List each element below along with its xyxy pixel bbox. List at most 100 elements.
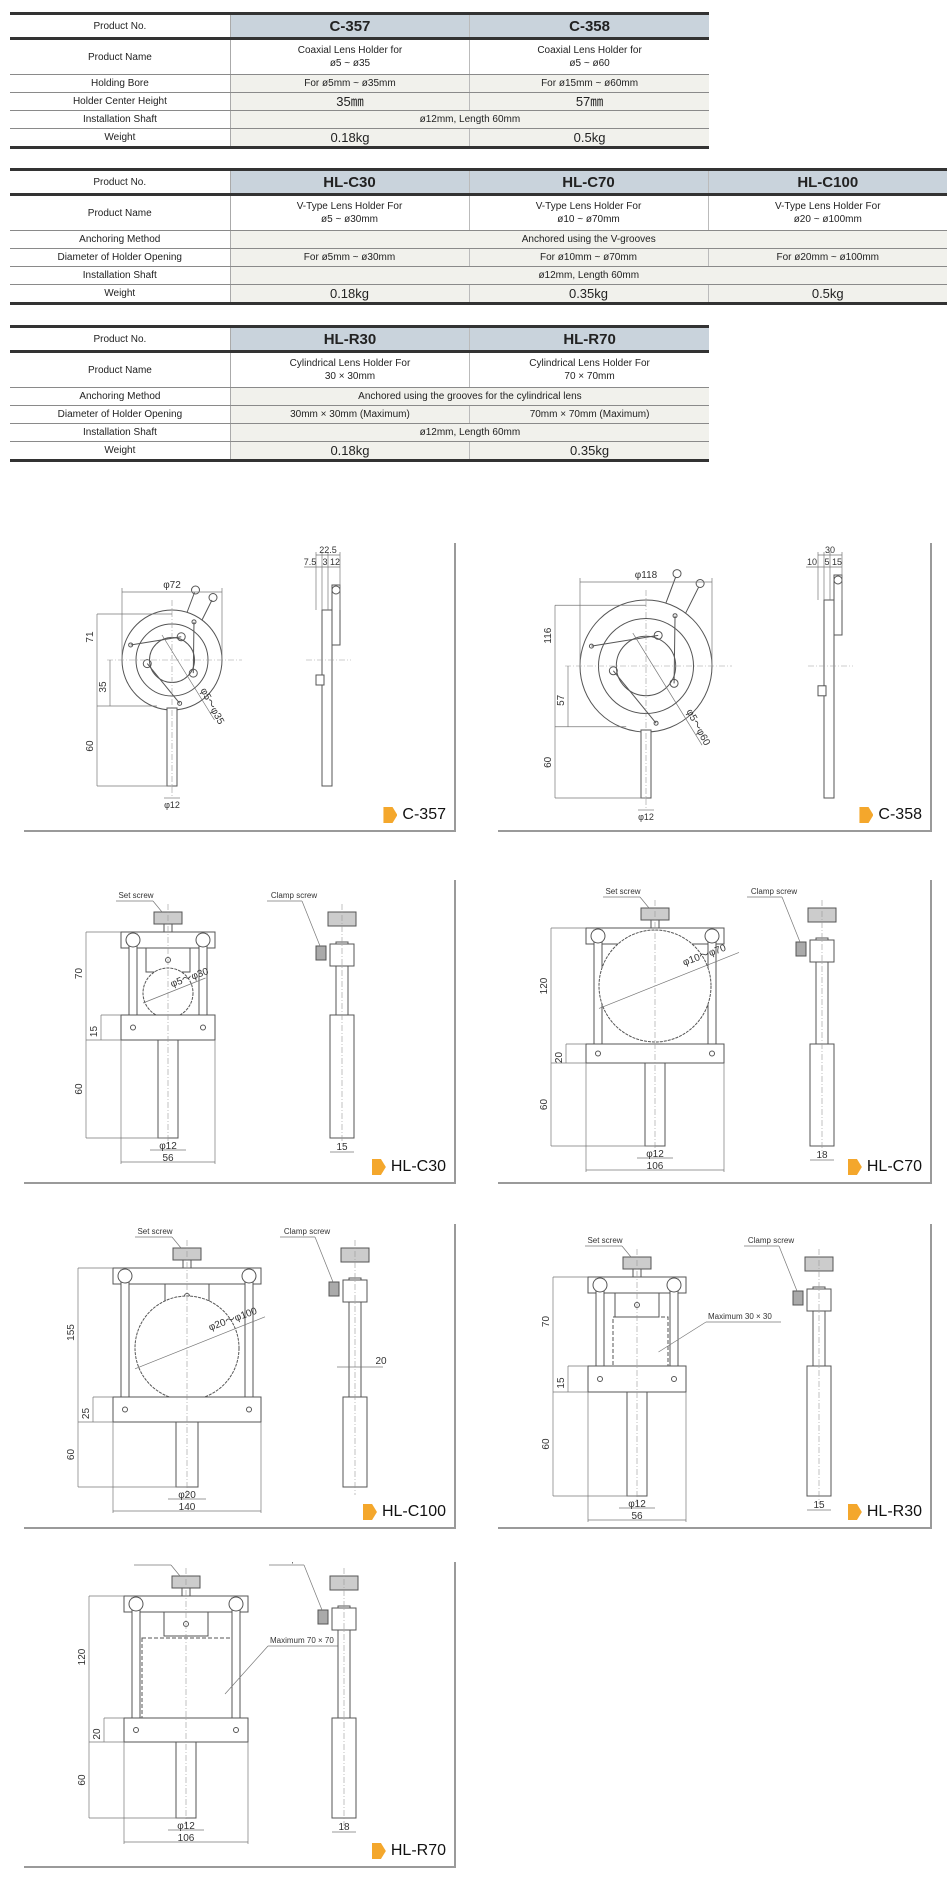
dimension-label: 30 [825,545,835,555]
dimension-label: 22.5 [319,545,337,555]
dimension-label: 12 [330,557,340,567]
dimension-label: 70 [74,968,85,980]
dimension-label: 56 [162,1153,174,1164]
dimension-label: 60 [541,1438,552,1450]
dimension-label: 20 [92,1728,103,1740]
row-label: Weight [10,284,231,304]
leader-line [152,900,163,913]
table-cell: 0.18kg [229,128,470,148]
row-label: Product No. [10,13,231,40]
pivot-icon [653,720,659,726]
leader-line [301,900,321,947]
product-tag: HL-R30 [847,1503,922,1521]
leader-line [778,1245,798,1292]
tag-pentagon-icon [383,807,398,823]
dimension-label: Set screw [605,887,640,896]
screw-icon [709,1050,715,1057]
post-nut-icon [117,1268,133,1284]
lever-knob-icon [695,579,705,588]
row-label: Holding Bore [10,74,231,93]
table-cell: 57㎜ [469,92,709,111]
dimension-label: Clamp screw [748,1236,794,1245]
row-label: Holder Center Height [10,92,231,111]
dimension-label: 7.5 [304,557,317,567]
row-label: Product No. [10,326,231,353]
dimension-label: φ12 [164,800,180,810]
product-number: C-358 [469,13,709,40]
dimension-label: 60 [77,1774,88,1786]
leader-line [161,634,215,721]
dimension-label: 140 [179,1502,196,1513]
row-label: Anchoring Method [10,387,231,406]
table-cell: Coaxial Lens Holder for ø5 ~ ø35 [229,38,470,75]
leader-line [134,1316,266,1370]
dimension-label: 56 [631,1511,643,1522]
leader-line [632,632,703,746]
row-label: Weight [10,128,231,148]
dimension-label: Set screw [118,891,153,900]
clamp-screw-knob [328,1281,340,1297]
dimension-label: Maximum 70 × 70 [270,1636,334,1645]
table-cell: 0.18kg [229,284,469,304]
screw-icon [246,1406,252,1413]
dimension-label: 25 [81,1408,92,1420]
table-cell: 0.18kg [229,441,470,461]
row-label: Installation Shaft [10,423,231,442]
screw-icon [608,666,618,676]
dimension-label: 70 [541,1316,552,1328]
side-block [809,939,835,963]
table-cell: 30mm × 30mm (Maximum) [229,405,470,424]
side-block [329,943,355,967]
product-number: HL-C100 [707,169,947,196]
product-tag-label: C-358 [878,806,922,823]
screw-icon [597,1376,603,1382]
tag-pentagon-icon [847,1504,862,1520]
leader-line [142,977,206,1004]
table-cell: Anchored using the grooves for the cylin… [229,387,709,406]
dimension-label: Clamp screw [284,1227,330,1236]
product-tag-label: HL-R30 [866,1503,922,1520]
dimension-label: 18 [816,1150,828,1161]
screw-icon [188,668,198,678]
dimension-label: 15 [336,1142,348,1153]
row-label: Anchoring Method [10,230,231,249]
screw-icon [671,1376,677,1382]
dimension-label: φ12 [177,1821,195,1832]
table-cell: ø12mm, Length 60mm [229,266,947,285]
dimension-label: φ20 [178,1490,196,1501]
table-cell: 0.35kg [468,284,708,304]
lever [665,576,677,604]
row-label: Installation Shaft [10,266,231,285]
tag-pentagon-icon [859,807,874,823]
lever [685,586,700,614]
post-nut-icon [125,932,141,948]
dimension-label: 35 [98,681,109,693]
guide-post [131,1597,141,1721]
lever-knob-icon [208,593,218,602]
table-cell: Anchored using the V-grooves [229,230,947,249]
product-number: HL-C70 [468,169,708,196]
leader-line [658,1321,707,1353]
dimension-label: 60 [74,1083,85,1095]
product-tag: HL-R70 [371,1842,446,1860]
dimension-label: Clamp screw [751,887,797,896]
dimension-label: 71 [85,631,96,643]
table-cell: V-Type Lens Holder For ø10 ~ ø70mm [468,194,708,231]
dimension-label: Clamp screw [273,1562,319,1564]
dimension-label: φ5～φ35 [198,686,227,727]
